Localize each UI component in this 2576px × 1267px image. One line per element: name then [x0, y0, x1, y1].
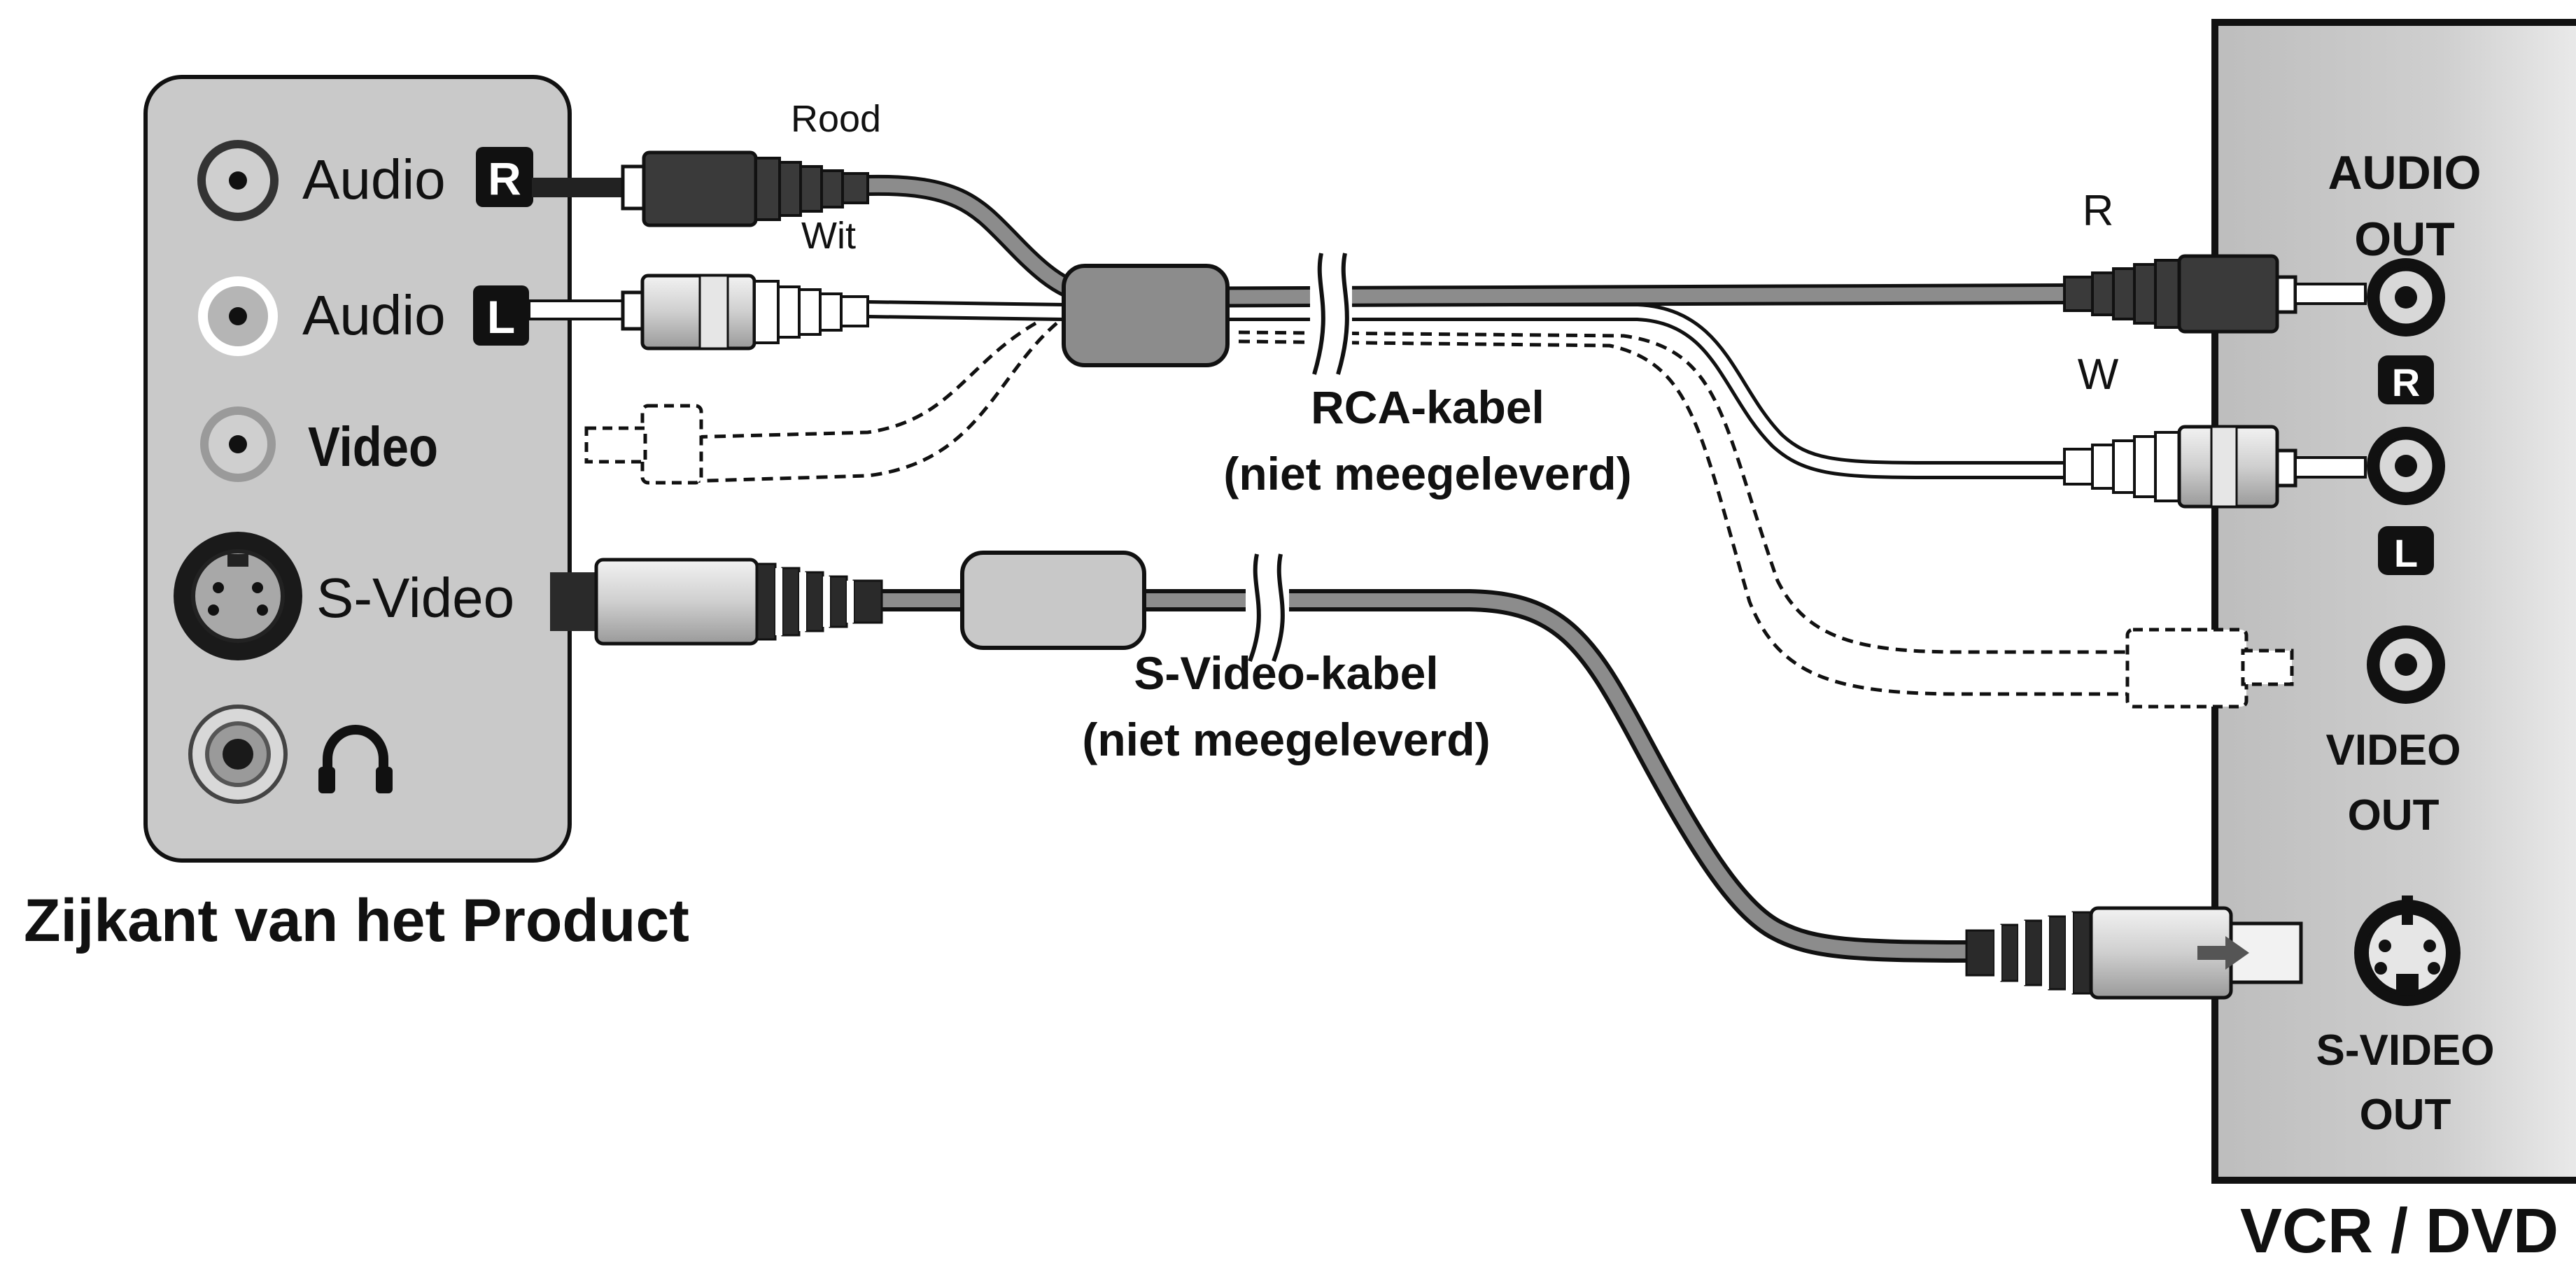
- video-cable-dashed: [685, 321, 2141, 696]
- rca-cable-title: RCA-kabel: [1311, 381, 1544, 433]
- vcr-badge-r: R: [2378, 355, 2434, 404]
- audio-l-badge: L: [473, 285, 529, 346]
- svideo-cable-title: S-Video-kabel: [1134, 647, 1438, 699]
- product-side-panel: [143, 75, 572, 863]
- audio-r-badge: R: [476, 147, 533, 207]
- rca-break-mark-icon: [1310, 252, 1352, 378]
- vcr-svideo-out-label-1: S-VIDEO: [2316, 1026, 2495, 1075]
- video-jack-icon: [200, 406, 276, 482]
- red-wire-label: Rood: [791, 98, 881, 140]
- video-label: Video: [308, 415, 438, 478]
- svideo-ferrite-core-icon: [960, 551, 1146, 650]
- vcr-audio-l-jack-icon: [2367, 427, 2445, 505]
- rca-ferrite-core-icon: [1062, 264, 1230, 367]
- svideo-plug-right: [1965, 906, 2303, 1000]
- white-audio-cable: [867, 300, 2071, 479]
- svg-text:L: L: [487, 291, 515, 343]
- headphones-icon: [318, 725, 393, 793]
- r-wire-label: R: [2083, 187, 2114, 235]
- audio-l-label: Audio: [302, 284, 446, 346]
- vcr-badge-l: L: [2378, 526, 2434, 575]
- product-caption: Zijkant van het Product: [24, 887, 689, 954]
- headphone-jack-icon: [188, 705, 288, 804]
- svideo-cable-note: (niet meegeleverd): [1082, 714, 1490, 765]
- svideo-label: S-Video: [316, 567, 514, 629]
- vcr-svideo-jack-icon: [2354, 896, 2461, 1006]
- vcr-caption: VCR / DVD: [2240, 1196, 2559, 1264]
- w-wire-label: W: [2078, 351, 2119, 399]
- white-wire-label: Wit: [801, 215, 856, 257]
- vcr-video-out-label-2: OUT: [2348, 791, 2440, 840]
- white-plug-right: [2063, 425, 2367, 509]
- svideo-cable: [882, 589, 1974, 963]
- audio-r-label: Audio: [302, 148, 446, 211]
- vcr-audio-out-label-1: AUDIO: [2328, 146, 2481, 199]
- red-plug-left: [532, 150, 869, 227]
- white-plug-left: [528, 274, 869, 351]
- vcr-audio-out-label-2: OUT: [2354, 213, 2455, 266]
- audio-l-jack-icon: [198, 276, 278, 356]
- video-plug-dashed-right: [2125, 628, 2294, 709]
- svideo-plug-left: [550, 558, 883, 646]
- svg-text:L: L: [2394, 531, 2418, 575]
- vcr-audio-r-jack-icon: [2367, 258, 2445, 337]
- arrow-right-icon: [2197, 936, 2249, 970]
- rca-cable-note: (niet meegeleverd): [1223, 448, 1631, 500]
- vcr-svideo-out-label-2: OUT: [2360, 1091, 2451, 1139]
- red-plug-right: [2063, 254, 2367, 334]
- svg-text:R: R: [2392, 360, 2420, 404]
- video-plug-dashed-left: [584, 404, 703, 485]
- red-audio-cable: [867, 174, 2072, 309]
- svg-text:R: R: [488, 153, 521, 204]
- vcr-video-jack-icon: [2367, 625, 2445, 704]
- audio-r-jack-icon: [197, 140, 279, 221]
- svideo-jack-icon: [174, 532, 302, 660]
- vcr-video-out-label-1: VIDEO: [2326, 726, 2461, 774]
- svideo-break-mark-icon: [1246, 553, 1289, 665]
